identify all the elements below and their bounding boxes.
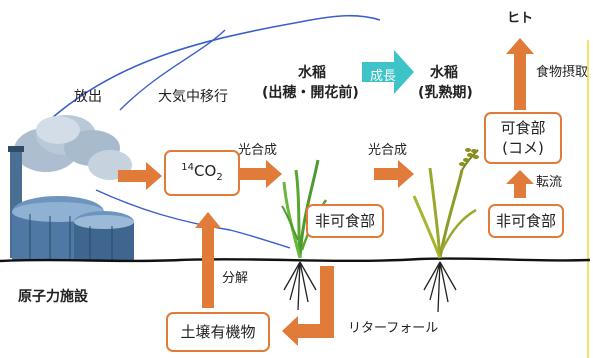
ground-line	[0, 257, 591, 263]
food-intake-label: 食物摂取	[536, 65, 589, 80]
translocation-arrow	[506, 170, 534, 198]
photosynthesis-arrow-1	[240, 160, 282, 188]
rice-late-stage: (乳熟期)	[418, 85, 473, 101]
rice-early-stage: (出穂・開花前)	[262, 85, 359, 101]
decomposition-label: 分解	[222, 271, 249, 286]
rice-early-title: 水稲	[298, 65, 326, 81]
decomposition-arrow	[195, 212, 221, 308]
co2-formula: CO	[194, 162, 217, 181]
edible-rice-label: (コメ)	[502, 139, 544, 157]
co2-box: 14CO2	[164, 150, 240, 196]
dispersion-curve-upper	[51, 14, 381, 119]
co2-subscript: 2	[216, 172, 223, 184]
litterfall-label: リターフォール	[348, 321, 439, 336]
inedible-box-early: 非可食部	[306, 204, 384, 238]
edible-box: 可食部 (コメ)	[484, 112, 562, 164]
food-intake-arrow	[506, 38, 534, 110]
flow-arrows	[118, 38, 534, 346]
human-label: ヒト	[507, 11, 534, 26]
photosynthesis-arrow-2	[374, 160, 414, 188]
inedible-box-late: 非可食部	[488, 204, 564, 238]
edible-label: 可食部	[500, 118, 546, 137]
atmospheric-transfer-label: 大気中移行	[158, 89, 228, 105]
nuclear-facility-icon	[8, 146, 134, 260]
mature-rice-plant-icon	[412, 148, 479, 313]
dispersion-curve-inner	[119, 29, 226, 111]
release-label: 放出	[74, 89, 102, 105]
photosynthesis-label-1: 光合成	[238, 143, 278, 158]
facility-label: 原子力施設	[18, 289, 88, 305]
translocation-label: 転流	[536, 175, 563, 190]
photosynthesis-label-2: 光合成	[368, 143, 408, 158]
growth-arrow	[362, 50, 414, 94]
soil-organic-matter-box: 土壌有機物	[166, 312, 270, 352]
co2-mass-number: 14	[181, 162, 195, 174]
release-arrow	[118, 162, 162, 190]
smoke-cloud-icon	[14, 115, 132, 180]
litterfall-arrow	[282, 266, 334, 346]
growth-label: 成長	[370, 69, 397, 84]
rice-late-title: 水稲	[430, 65, 458, 81]
